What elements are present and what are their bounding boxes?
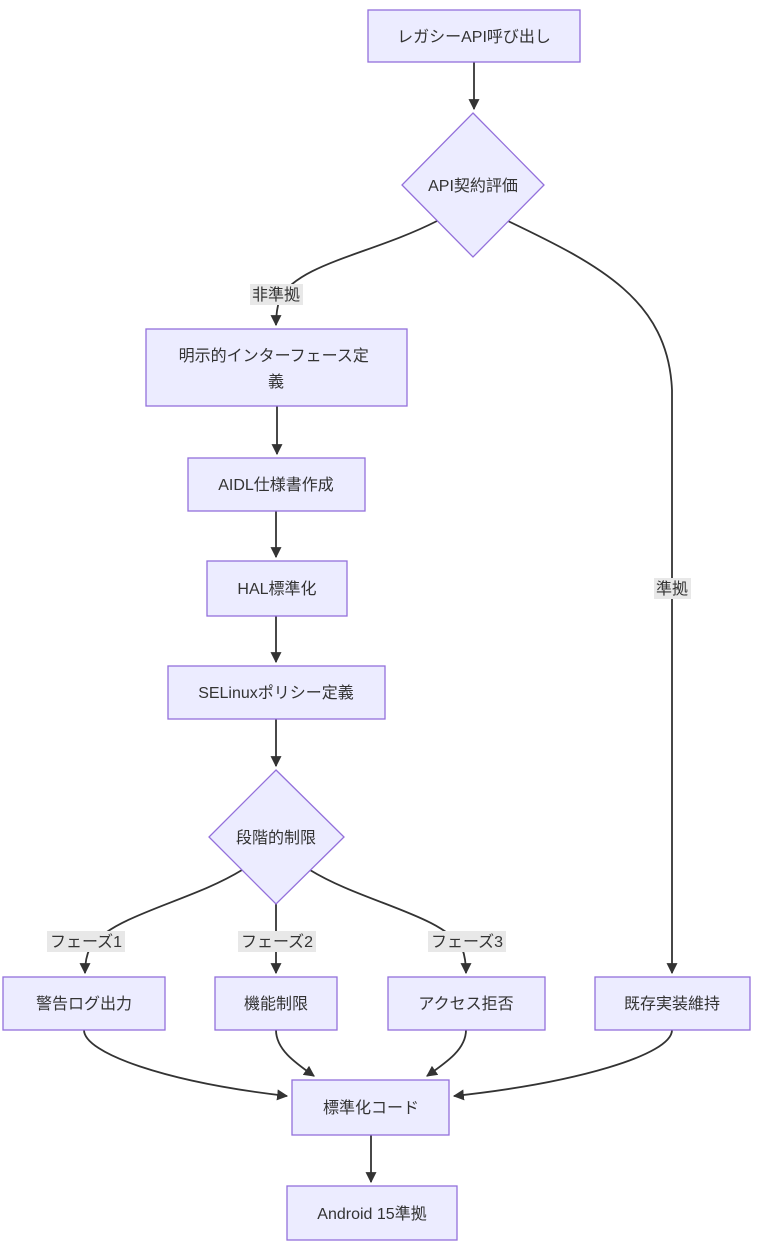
- edge-label-compliant: 準拠: [654, 578, 691, 599]
- node-label-line2: 義: [268, 373, 284, 391]
- node-box: [367, 9, 581, 63]
- node-label: レガシーAPI呼び出し: [397, 28, 551, 46]
- node-label-line1: 明示的インターフェース定: [179, 347, 369, 365]
- node-label: アクセス拒否: [418, 995, 513, 1013]
- node-label: 機能制限: [244, 995, 308, 1013]
- node-label: SELinuxポリシー定義: [198, 684, 354, 702]
- node-standardized-code: 標準化コード: [291, 1079, 450, 1136]
- edge-layer: [79, 62, 678, 1184]
- edge-label-bg: [238, 931, 316, 952]
- edge-label-text: フェーズ1: [50, 933, 122, 951]
- node-label: 段階的制限: [236, 829, 316, 847]
- node-android15-compliant: Android 15準拠: [286, 1185, 458, 1241]
- node-feature-restriction: 機能制限: [214, 976, 338, 1031]
- edge-eval-to-explicit: [270, 220, 438, 327]
- node-box: [167, 665, 386, 720]
- edge-phased-to-warning: [79, 869, 243, 975]
- node-label: 警告ログ出力: [36, 995, 132, 1013]
- node-label: Android 15準拠: [317, 1205, 426, 1223]
- node-label: 標準化コード: [323, 1099, 419, 1117]
- node-diamond: [208, 769, 345, 905]
- node-box: [187, 457, 366, 512]
- edge-label-phase1: フェーズ1: [47, 931, 125, 952]
- node-api-contract-eval: API契約評価: [401, 112, 545, 258]
- edge-label-text: 準拠: [656, 580, 688, 598]
- node-box: [2, 976, 166, 1031]
- edge-phased-to-access: [309, 869, 472, 975]
- edge-label-bg: [428, 931, 506, 952]
- node-legacy-api-call: レガシーAPI呼び出し: [367, 9, 581, 63]
- node-label: 明示的インターフェース定 義: [179, 347, 374, 391]
- node-box: [291, 1079, 450, 1136]
- node-hal-standardization: HAL標準化: [206, 560, 348, 617]
- node-label: API契約評価: [428, 177, 518, 195]
- edge-feature-to-std: [275, 1029, 315, 1077]
- node-box: [206, 560, 348, 617]
- node-access-denial: アクセス拒否: [387, 976, 546, 1031]
- edge-label-text: フェーズ3: [431, 933, 503, 951]
- node-box: [594, 976, 751, 1031]
- node-diamond: [401, 112, 545, 258]
- node-label: 既存実装維持: [624, 995, 720, 1013]
- edge-label-phase3: フェーズ3: [428, 931, 506, 952]
- edge-label-non-compliant: 非準拠: [250, 284, 303, 305]
- node-selinux-policy: SELinuxポリシー定義: [167, 665, 386, 720]
- edge-warning-to-std: [83, 1029, 289, 1101]
- node-aidl-spec: AIDL仕様書作成: [187, 457, 366, 512]
- edge-access-to-std: [426, 1029, 467, 1077]
- node-warning-log-output: 警告ログ出力: [2, 976, 166, 1031]
- node-existing-impl-maintain: 既存実装維持: [594, 976, 751, 1031]
- edge-label-text: 非準拠: [252, 286, 300, 304]
- edge-label-bg: [47, 931, 125, 952]
- node-box: [145, 328, 408, 407]
- node-label: HAL標準化: [237, 580, 316, 598]
- edge-label-text: フェーズ2: [241, 933, 313, 951]
- node-box: [286, 1185, 458, 1241]
- edge-label-bg: [250, 284, 303, 305]
- node-box: [387, 976, 546, 1031]
- edge-label-bg: [654, 578, 691, 599]
- node-box: [214, 976, 338, 1031]
- node-explicit-interface-def: 明示的インターフェース定 義: [145, 328, 408, 407]
- edge-eval-to-existing: [507, 220, 678, 975]
- edge-existing-to-std: [452, 1029, 673, 1101]
- node-phased-restriction: 段階的制限: [208, 769, 345, 905]
- edge-label-phase2: フェーズ2: [238, 931, 316, 952]
- node-label: AIDL仕様書作成: [218, 476, 334, 494]
